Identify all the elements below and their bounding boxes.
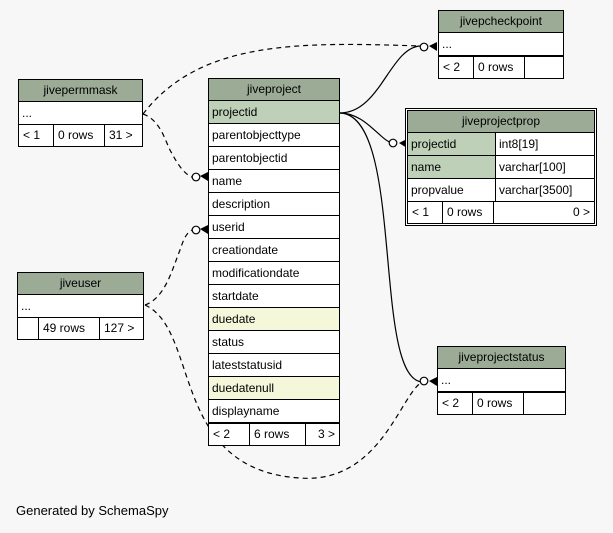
column-type: int8[19] [496, 133, 594, 156]
table-row: ... [19, 102, 142, 125]
table-row: ... [439, 33, 563, 56]
table-row: ... [18, 295, 143, 318]
table-footer: < 2 0 rows [439, 56, 563, 78]
table-header: jivepcheckpoint [439, 11, 563, 33]
footer-rowcount: 49 rows [39, 318, 100, 339]
column-name: name [408, 156, 496, 179]
footer-rowcount: 6 rows [250, 424, 306, 445]
edge-projectid-prop [339, 112, 393, 144]
edge-projectid-status [339, 112, 423, 383]
column-creationdate: creationdate [209, 239, 339, 262]
crowfoot-arrow [429, 377, 437, 386]
footer-children: 3 > [317, 427, 335, 441]
edge-end-circle [191, 225, 201, 235]
column-duedate: duedate [209, 308, 339, 331]
edge-end-circle [419, 42, 429, 52]
footer-rowcount: 0 rows [54, 125, 105, 146]
table-jiveprojectstatus[interactable]: jiveprojectstatus ... < 2 0 rows [437, 346, 566, 415]
column-name: name [209, 170, 339, 193]
column-modificationdate: modificationdate [209, 262, 339, 285]
table-footer: < 2 0 rows [438, 392, 565, 414]
column-description: description [209, 193, 339, 216]
table-footer: < 1 0 rows 31 > [19, 125, 142, 146]
footer-rowcount: 0 rows [473, 393, 524, 414]
column-propvalue: propvalue [408, 179, 496, 202]
footer-children [524, 393, 532, 414]
footer-parents [18, 318, 39, 339]
table-row: ... [438, 369, 565, 392]
edge-projectid-checkpoint [339, 45, 421, 114]
table-header: jivepermmask [19, 80, 142, 102]
footer-parents: < 2 [439, 57, 474, 78]
column-lateststatusid: lateststatusid [209, 354, 339, 377]
edge-end-circle [388, 138, 398, 148]
table-header: jiveuser [18, 273, 143, 295]
column-duedatenull: duedatenull [209, 377, 339, 400]
column-status: status [209, 331, 339, 354]
table-footer: 49 rows 127 > [18, 318, 143, 339]
footer-children: 31 > [109, 128, 133, 142]
column-startdate: startdate [209, 285, 339, 308]
column-grid: projectid int8[19] name varchar[100] pro… [408, 133, 594, 202]
table-jivepermmask[interactable]: jivepermmask ... < 1 0 rows 31 > [18, 79, 143, 147]
footer-rowcount: 0 rows [474, 57, 525, 78]
column-parentobjecttype: parentobjecttype [209, 124, 339, 147]
column-projectid: projectid [209, 101, 339, 124]
footer-rowcount: 0 rows [443, 202, 494, 223]
edge-user-userid [144, 228, 196, 306]
edge-permmask-name [142, 113, 196, 179]
footer-parents: < 2 [209, 424, 250, 445]
table-jiveprojectprop[interactable]: jiveprojectprop projectid int8[19] name … [405, 108, 597, 226]
column-type: varchar[100] [496, 156, 594, 179]
column-parentobjectid: parentobjectid [209, 147, 339, 170]
column-userid: userid [209, 216, 339, 239]
crowfoot-arrow [429, 42, 437, 51]
generator-caption: Generated by SchemaSpy [16, 503, 169, 518]
table-footer: < 1 0 rows 0 > [408, 202, 594, 223]
crowfoot-arrow [200, 225, 208, 234]
footer-children: 0 > [572, 205, 590, 219]
footer-children [525, 57, 533, 78]
edge-user-status [144, 304, 423, 479]
footer-parents: < 1 [19, 125, 54, 146]
footer-children: 127 > [104, 321, 135, 335]
crowfoot-arrow [200, 172, 208, 181]
column-projectid: projectid [408, 133, 496, 156]
table-header: jiveprojectprop [408, 111, 594, 133]
edge-end-circle [191, 172, 201, 182]
column-displayname: displayname [209, 400, 339, 423]
column-type: varchar[3500] [496, 179, 594, 202]
table-header: jiveprojectstatus [438, 347, 565, 369]
table-footer: < 2 6 rows 3 > [209, 423, 339, 445]
table-jiveuser[interactable]: jiveuser ... 49 rows 127 > [17, 272, 144, 340]
table-header: jiveproject [209, 79, 339, 101]
footer-parents: < 1 [408, 202, 443, 223]
edge-end-circle [419, 376, 429, 386]
footer-parents: < 2 [438, 393, 473, 414]
table-jivepcheckpoint[interactable]: jivepcheckpoint ... < 2 0 rows [438, 10, 564, 79]
table-jiveproject[interactable]: jiveproject projectid parentobjecttype p… [208, 78, 340, 446]
